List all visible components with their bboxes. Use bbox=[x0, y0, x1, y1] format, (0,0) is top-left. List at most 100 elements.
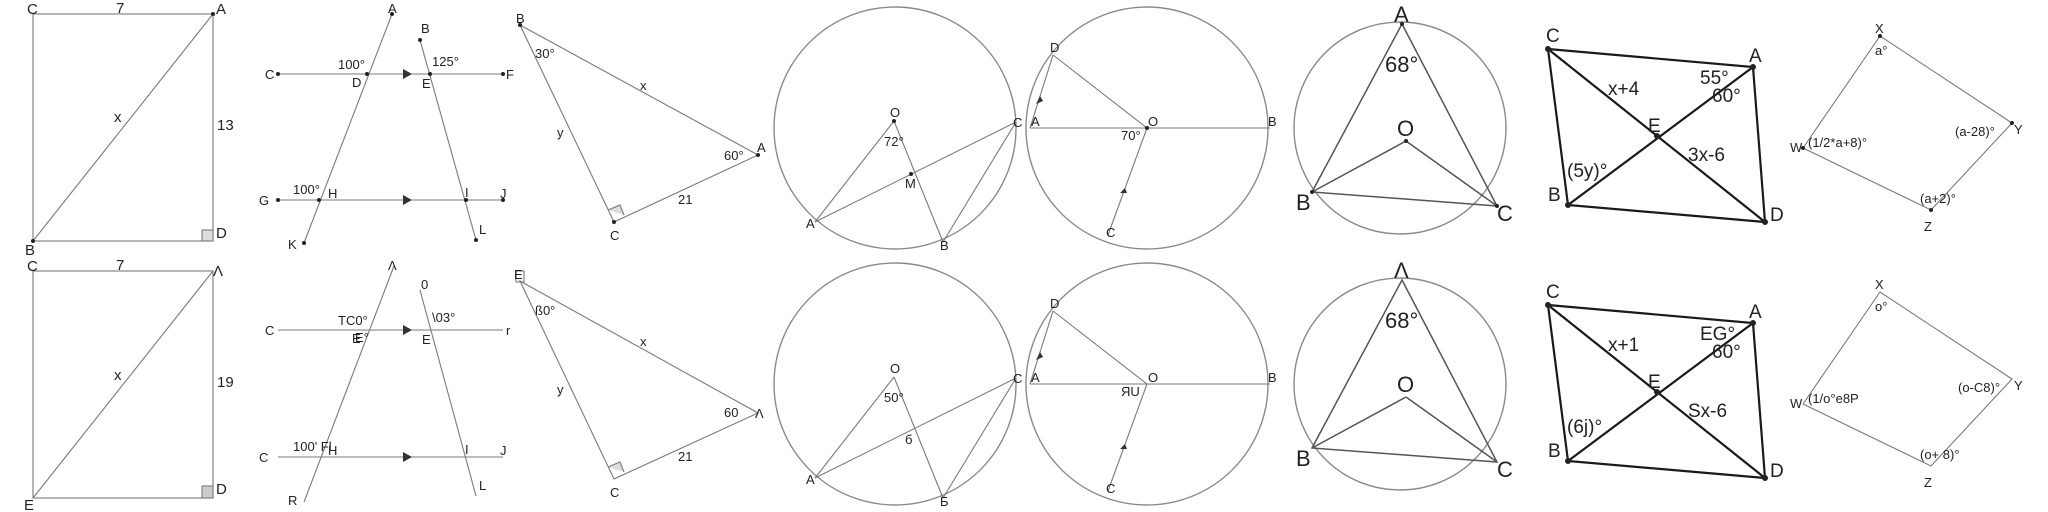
angle-e: \03° bbox=[432, 310, 455, 325]
point-f: F bbox=[506, 67, 514, 82]
side-y: y bbox=[557, 382, 564, 397]
point-m: б bbox=[905, 432, 912, 447]
vertex-b: E bbox=[24, 497, 34, 512]
circle-diameter-diagram-top: D A O B C 70° bbox=[1025, 6, 1277, 250]
side-right-label: 13 bbox=[217, 117, 234, 134]
side-right-label: 19 bbox=[217, 374, 234, 391]
side-top-label: 7 bbox=[116, 0, 124, 17]
vertex-z: Z bbox=[1924, 219, 1932, 234]
quadrilateral-angles-diagram-bottom: X W Y Z o° (1/o°e8P (o-C8)° (o+ 8)° bbox=[1790, 277, 2023, 490]
parallel-lines-diagram-bottom: Λ 0 C E E r C H I J R L TC0° \03° 100' F… bbox=[259, 258, 511, 508]
vertex-x: X bbox=[1875, 21, 1884, 36]
angle-label: 50° bbox=[884, 390, 904, 405]
angle-label: ЯU bbox=[1121, 384, 1140, 399]
angle-w: (1/2*a+8)° bbox=[1808, 135, 1867, 150]
point-m: M bbox=[905, 176, 916, 191]
angle-y: (o-C8)° bbox=[1958, 380, 2000, 395]
point-a: A bbox=[1031, 370, 1040, 385]
vertex-c: C bbox=[1497, 457, 1513, 482]
angle-z: (o+ 8)° bbox=[1920, 447, 1960, 462]
angle-b: 30° bbox=[535, 46, 555, 61]
expr-x-plus-4: x+4 bbox=[1608, 79, 1640, 100]
point-d: E bbox=[352, 331, 361, 346]
point-e: E bbox=[422, 332, 431, 347]
angle-y: (a-28)° bbox=[1955, 124, 1995, 139]
angle-125: 125° bbox=[432, 54, 459, 69]
angle-z: (a+2)° bbox=[1920, 191, 1956, 206]
center-o: O bbox=[1148, 114, 1158, 129]
angle-b: (6j)° bbox=[1567, 417, 1602, 438]
point-b: B bbox=[1268, 114, 1277, 129]
circle-inscribed-diagram-top: O 72° A B C M bbox=[773, 6, 1022, 253]
angle-a1: EG° bbox=[1700, 324, 1735, 345]
vertex-a: Λ bbox=[755, 406, 764, 421]
vertex-y: Y bbox=[2014, 378, 2023, 393]
angle-a: 60 bbox=[724, 405, 738, 420]
angle-upper: TC0° bbox=[338, 313, 368, 328]
point-c: C bbox=[265, 67, 274, 82]
right-triangle-diagram-bottom: E Λ C ß0° 60 x y 21 bbox=[514, 267, 764, 500]
expr-ce: x+1 bbox=[1608, 335, 1639, 356]
vertex-a: A bbox=[216, 1, 226, 18]
vertex-a: A bbox=[1749, 46, 1762, 67]
angle-100-lower: 100° bbox=[293, 182, 320, 197]
vertex-c: C bbox=[27, 1, 38, 18]
point-b: Б bbox=[940, 494, 949, 509]
center-o: O bbox=[890, 361, 900, 376]
point-e: E bbox=[1648, 116, 1661, 137]
vertex-c: C bbox=[27, 258, 38, 275]
point-k: K bbox=[288, 237, 297, 252]
diagonal-label: x bbox=[114, 109, 122, 126]
quadrilateral-diagonals-diagram-top: C A E B D x+4 55° 60° (5y)° 3x-6 bbox=[1545, 26, 1784, 226]
quadrilateral-diagonals-diagram-bottom: C A E B D x+1 EG° 60° (6j)° Sx-6 bbox=[1545, 282, 1784, 482]
point-l: L bbox=[479, 478, 486, 493]
side-21: 21 bbox=[678, 192, 692, 207]
right-triangle-diagram-top: B A C 30° 60° x y 21 bbox=[516, 11, 766, 243]
side-x: x bbox=[640, 334, 647, 349]
angle-68: 68° bbox=[1385, 308, 1418, 333]
angle-60: 60° bbox=[1712, 86, 1741, 107]
vertex-a: Λ bbox=[1394, 258, 1409, 283]
center-o: O bbox=[1397, 116, 1414, 141]
point-b: 0 bbox=[421, 277, 428, 292]
vertex-a: A bbox=[1749, 302, 1762, 323]
vertex-d: D bbox=[1770, 461, 1784, 482]
angle-small: E° bbox=[355, 330, 369, 345]
vertex-c: C bbox=[610, 485, 619, 500]
point-b: B bbox=[940, 238, 949, 253]
point-i: I bbox=[465, 185, 469, 200]
point-d: D bbox=[1050, 40, 1059, 55]
vertex-b: B bbox=[25, 242, 35, 259]
point-d: D bbox=[352, 75, 361, 90]
center-o: O bbox=[1397, 372, 1414, 397]
vertex-d: D bbox=[216, 481, 227, 498]
point-h: H bbox=[328, 443, 337, 458]
angle-x: o° bbox=[1875, 299, 1887, 314]
point-f: r bbox=[506, 323, 511, 338]
vertex-x: X bbox=[1875, 277, 1884, 292]
point-h: H bbox=[328, 186, 337, 201]
expr-3x-minus-6: 3x-6 bbox=[1688, 145, 1725, 166]
vertex-c: C bbox=[610, 228, 619, 243]
side-21: 21 bbox=[678, 449, 692, 464]
vertex-w: W bbox=[1790, 396, 1803, 411]
vertex-b: E bbox=[514, 267, 523, 282]
point-a: Λ bbox=[388, 258, 397, 273]
point-i: I bbox=[465, 442, 469, 457]
angle-lower: 100' Fl bbox=[293, 439, 332, 454]
angle-100-upper: 100° bbox=[338, 57, 365, 72]
point-l: L bbox=[479, 222, 486, 237]
angle-a2: 60° bbox=[1712, 342, 1741, 363]
angle-70: 70° bbox=[1121, 128, 1141, 143]
vertex-c: C bbox=[1546, 26, 1560, 47]
vertex-d: D bbox=[216, 225, 227, 242]
angle-5y: (5y)° bbox=[1567, 161, 1607, 182]
point-a: A bbox=[806, 216, 815, 231]
diagonal-label: x bbox=[114, 367, 122, 384]
center-o: O bbox=[890, 105, 900, 120]
point-g: C bbox=[259, 450, 268, 465]
angle-w: (1/o°e8P bbox=[1808, 391, 1859, 406]
vertex-d: D bbox=[1770, 205, 1784, 226]
side-top-label: 7 bbox=[116, 257, 124, 274]
vertex-a: A bbox=[757, 140, 766, 155]
